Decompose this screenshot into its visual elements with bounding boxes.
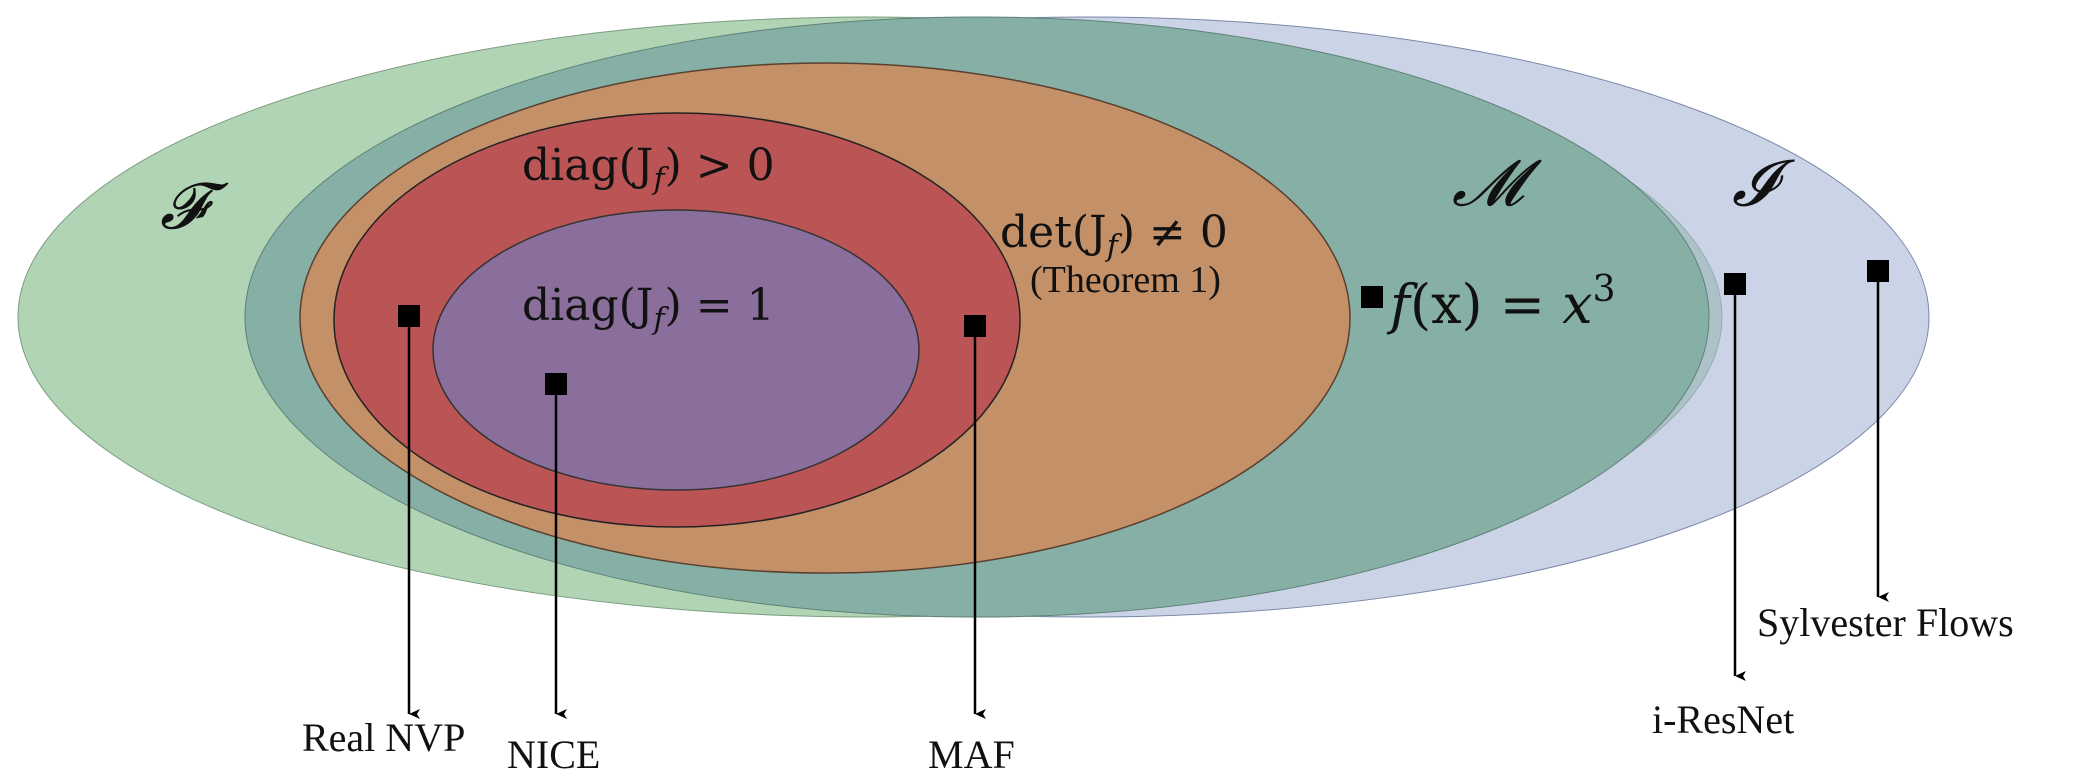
sylvester-label: Sylvester Flows <box>1757 600 2014 645</box>
nice-label: NICE <box>507 732 600 777</box>
iresnet-point-marker <box>1724 273 1746 295</box>
diag-one-label: diag(Jf) = 1 <box>522 280 775 337</box>
cubic-point-marker <box>1361 286 1383 308</box>
sylvester-point-marker <box>1867 260 1889 282</box>
maf-point-marker <box>964 315 986 337</box>
real-nvp-label: Real NVP <box>302 715 465 760</box>
det-nonzero-label: det(Jf) ≠ 0 <box>1000 207 1228 264</box>
theorem-note: (Theorem 1) <box>1030 259 1221 301</box>
iresnet-label: i-ResNet <box>1652 697 1794 742</box>
nice-point-marker <box>545 373 567 395</box>
real-nvp-point-marker <box>398 305 420 327</box>
maf-label: MAF <box>928 732 1015 777</box>
set-diag-one-ellipse <box>432 209 920 491</box>
cubic-function-label: f(x) = x3 <box>1386 269 1616 336</box>
diag-positive-label: diag(Jf) > 0 <box>522 140 775 197</box>
